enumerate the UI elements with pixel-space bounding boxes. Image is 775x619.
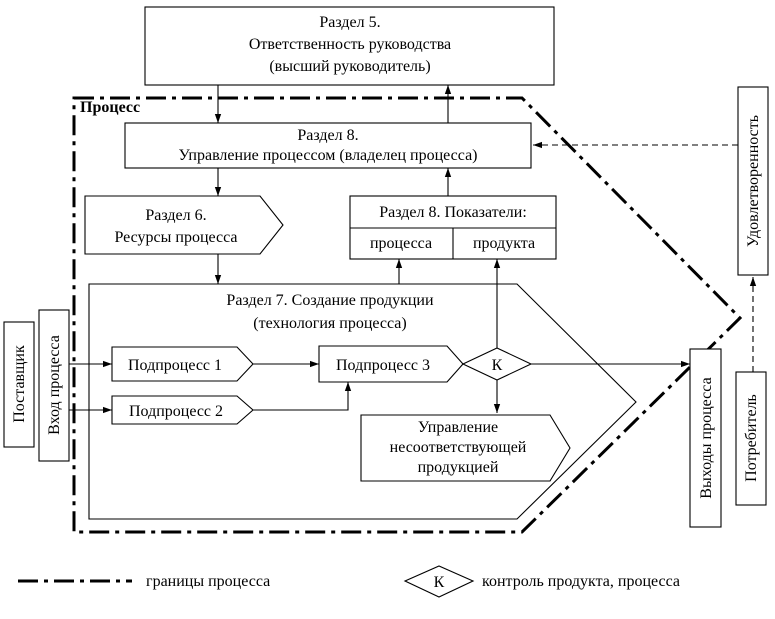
section7-subtitle: (технология процесса) (253, 315, 406, 332)
section5-role: (высший руководитель) (269, 58, 430, 75)
legend-boundary-label: границы процесса (146, 573, 270, 590)
nonconforming-box (360, 414, 571, 482)
process-label: Процесс (80, 99, 140, 116)
subprocess1-label: Подпроцесс 1 (128, 357, 222, 374)
indicator-product: продукта (473, 235, 535, 252)
nonconforming-line1: Управление (418, 419, 498, 436)
process-input-box (38, 309, 70, 462)
control-symbol: К (492, 357, 503, 374)
subprocess3-box (318, 345, 464, 383)
legend-control-diamond (403, 565, 475, 598)
satisfaction-label: Удовлетворенность (745, 115, 762, 247)
section6-box (84, 195, 284, 255)
section8-management-title: Раздел 8. (297, 127, 358, 144)
process-outputs-label: Выходы процесса (698, 377, 715, 498)
satisfaction-box (737, 86, 769, 276)
process-outputs-box (689, 348, 722, 528)
consumer-label: Потребитель (743, 394, 760, 482)
subprocess2-label: Подпроцесс 2 (129, 403, 223, 420)
supplier-box (3, 321, 35, 448)
section8-management-box (124, 122, 532, 169)
subprocess1-box (111, 346, 254, 382)
nonconforming-line2: несоответствующей (390, 439, 527, 456)
section6-title: Раздел 6. (145, 207, 206, 224)
legend-control-label: контроль продукта, процесса (482, 573, 680, 590)
process-boundary (72, 96, 743, 534)
section5-subtitle: Ответственность руководства (249, 36, 451, 53)
section5-box (144, 6, 555, 86)
subprocess2-box (111, 395, 254, 425)
arrow-sp2-to-sp3 (253, 382, 352, 411)
process-input-label: Вход процесса (46, 335, 63, 435)
indicators-title: Раздел 8. Показатели: (379, 204, 527, 221)
nonconforming-line3: продукцией (418, 459, 499, 476)
supplier-label: Поставщик (11, 345, 28, 423)
section5-title: Раздел 5. (319, 14, 380, 31)
section7-title: Раздел 7. Создание продукции (226, 292, 434, 309)
indicator-process: процесса (370, 235, 432, 252)
subprocess3-label: Подпроцесс 3 (336, 357, 430, 374)
section8-management-subtitle: Управление процессом (владелец процесса) (179, 147, 478, 164)
section6-subtitle: Ресурсы процесса (114, 229, 237, 246)
consumer-box (735, 371, 767, 506)
legend-control-symbol: К (434, 574, 445, 591)
